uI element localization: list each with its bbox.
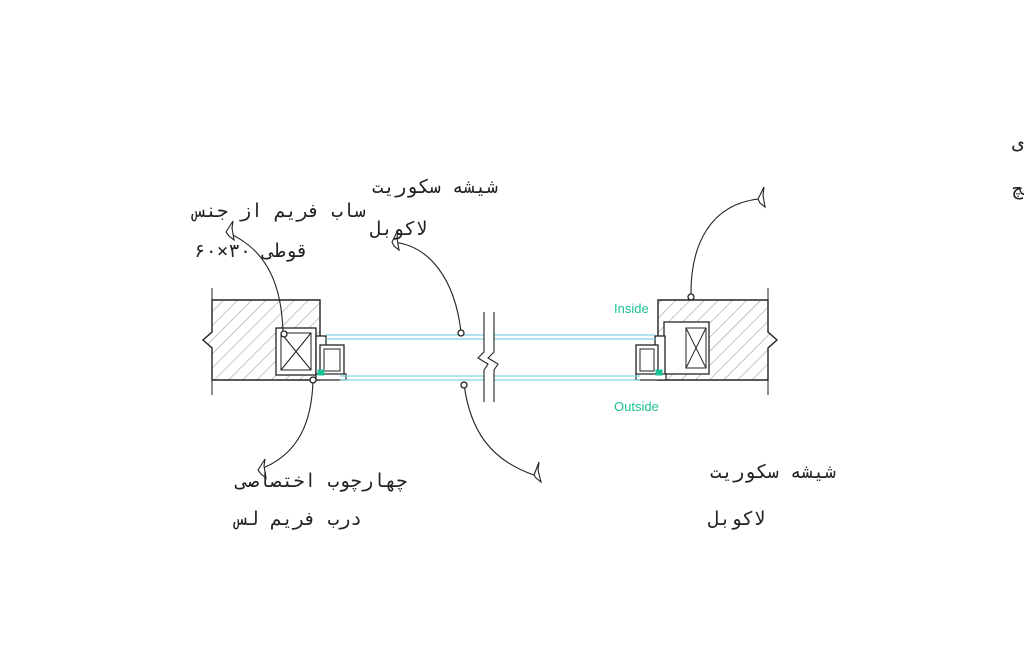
leader-lines xyxy=(225,198,759,476)
sub-frame-label-line2: قوطی ۳۰×۶۰ xyxy=(194,240,308,262)
frame-label-line1: چهارچوب اختصاصی xyxy=(234,470,408,492)
glass-bottom-label-line1: شیشه سکوریت xyxy=(710,461,836,483)
glass-panel xyxy=(326,334,655,381)
left-sub-frame xyxy=(275,327,317,376)
right-sub-frame xyxy=(663,321,710,375)
sub-frame-label-line1: ساب فریم از جنس xyxy=(191,200,366,222)
inside-label: Inside xyxy=(614,301,649,316)
outside-label: Outside xyxy=(614,399,659,414)
wall-label-line2: از جنس سرامیک یا گچ xyxy=(1012,177,1024,200)
leader-arrows xyxy=(225,186,766,484)
left-frame-profile xyxy=(315,335,347,381)
right-frame-profile xyxy=(635,335,667,381)
glass-bottom-label-line2: لاکوبل xyxy=(708,508,765,530)
wall-label-line1: دیوار با نازک کاری نهای xyxy=(1012,132,1024,154)
glass-top-label-line1: شیشه سکوریت xyxy=(372,176,498,198)
frame-label-line2: درب فریم لس xyxy=(233,508,362,530)
break-line xyxy=(477,312,499,402)
leader-dots xyxy=(280,293,695,389)
glass-top-label-line2: لاکوبل xyxy=(370,218,427,240)
